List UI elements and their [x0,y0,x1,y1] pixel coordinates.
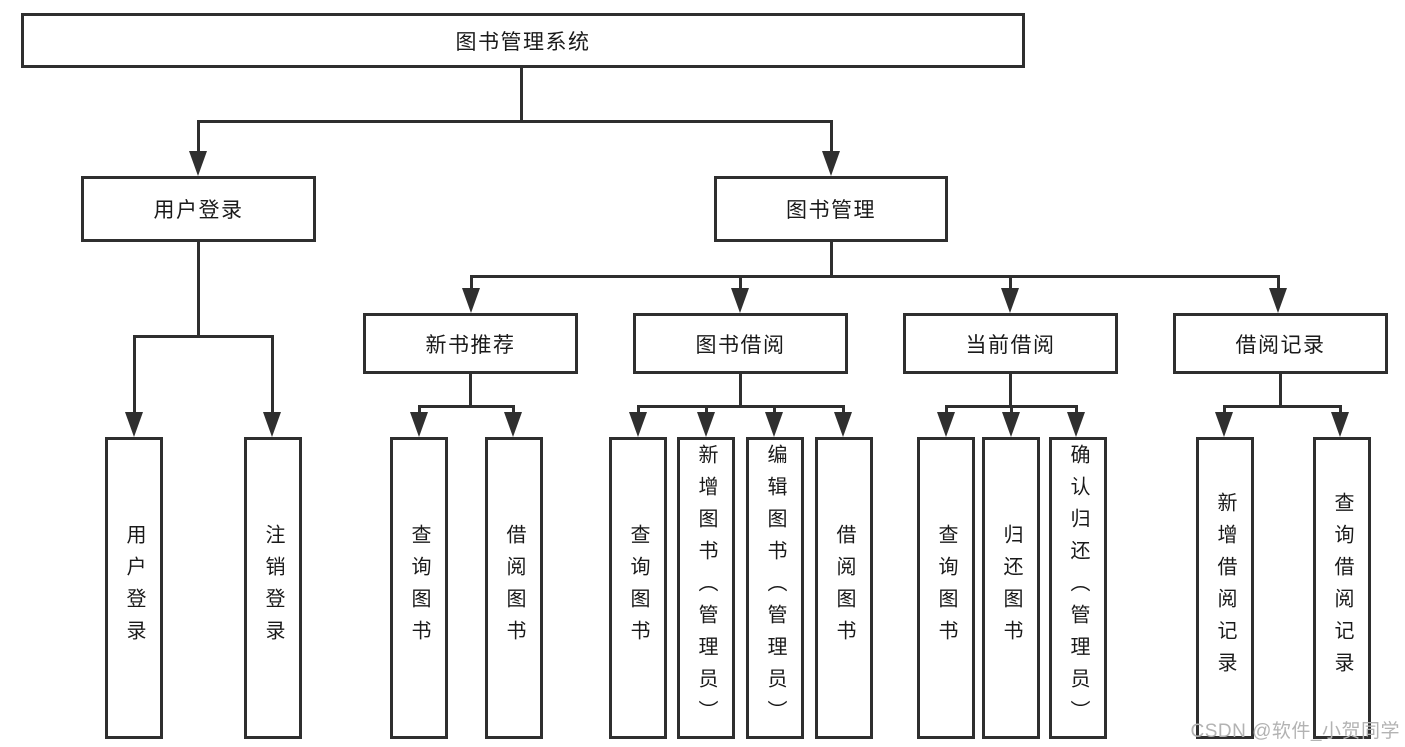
arrow-down-icon [937,412,955,437]
arrow-down-icon [462,288,480,313]
leaf-edit-book-admin: 编辑图书（管理员） [746,437,804,739]
connector-line [830,242,833,275]
arrow-down-icon [1331,412,1349,437]
node-label: 图书借阅 [695,333,786,357]
node-label: 用户登录 [123,524,145,652]
connector-line [418,405,421,412]
connector-line [637,405,640,412]
leaf-return-book: 归还图书 [982,437,1040,739]
connector-line [512,405,515,412]
node-label: 图书管理系统 [455,30,591,54]
connector-line [197,242,200,335]
connector-line [1010,405,1013,412]
node-label: 查询图书 [408,524,430,652]
connector-line [197,120,832,123]
connector-line [637,405,844,408]
node-label: 新增借阅记录 [1214,492,1236,684]
leaf-add-book-admin: 新增图书（管理员） [677,437,735,739]
node-book-borrowing: 图书借阅 [633,313,848,374]
connector-line [945,405,948,412]
connector-line [705,405,708,412]
connector-line [1223,405,1226,412]
arrow-down-icon [1067,412,1085,437]
connector-line [842,405,845,412]
node-label: 借阅图书 [833,524,855,652]
node-label: 图书管理 [786,199,876,222]
arrow-down-icon [1001,288,1019,313]
node-label: 注销登录 [262,524,284,652]
arrow-down-icon [125,412,143,437]
connector-line [1009,275,1012,290]
connector-line [1277,275,1280,290]
leaf-user-login: 用户登录 [105,437,163,739]
node-label: 借阅图书 [503,524,525,652]
connector-line [1223,405,1342,408]
arrow-down-icon [765,412,783,437]
connector-line [1075,405,1078,412]
arrow-down-icon [504,412,522,437]
node-new-book-recommend: 新书推荐 [363,313,578,374]
arrow-down-icon [629,412,647,437]
connector-line [739,275,742,290]
leaf-logout: 注销登录 [244,437,302,739]
connector-line [470,275,1280,278]
node-label: 编辑图书（管理员） [764,444,786,732]
arrow-down-icon [731,288,749,313]
node-label: 新增图书（管理员） [695,444,717,732]
leaf-query-books-borrowing: 查询图书 [609,437,667,739]
leaf-query-books-current: 查询图书 [917,437,975,739]
connector-line [1279,374,1282,405]
arrow-down-icon [1002,412,1020,437]
connector-line [133,335,136,412]
connector-line [418,405,515,408]
leaf-confirm-return-admin: 确认归还（管理员） [1049,437,1107,739]
arrow-down-icon [834,412,852,437]
connector-line [197,120,200,151]
node-label: 归还图书 [1000,524,1022,652]
connector-line [271,335,274,412]
node-label: 查询图书 [935,524,957,652]
node-label: 借阅记录 [1235,333,1326,357]
arrow-down-icon [263,412,281,437]
leaf-borrow-books-recommend: 借阅图书 [485,437,543,739]
node-label: 确认归还（管理员） [1067,444,1089,732]
node-current-borrowing: 当前借阅 [903,313,1118,374]
leaf-query-borrow-record: 查询借阅记录 [1313,437,1371,739]
node-label: 用户登录 [153,199,244,222]
leaf-borrow-books: 借阅图书 [815,437,873,739]
connector-line [773,405,776,412]
connector-line [469,374,472,405]
node-library-management-system: 图书管理系统 [21,13,1025,68]
leaf-query-books-recommend: 查询图书 [390,437,448,739]
node-book-management: 图书管理 [714,176,948,242]
arrow-down-icon [189,151,207,176]
leaf-add-borrow-record: 新增借阅记录 [1196,437,1254,739]
arrow-down-icon [410,412,428,437]
node-label: 新书推荐 [425,333,516,357]
arrow-down-icon [822,151,840,176]
node-label: 查询借阅记录 [1331,492,1353,684]
connector-line [133,335,274,338]
connector-line [739,374,742,405]
arrow-down-icon [1215,412,1233,437]
connector-line [1339,405,1342,412]
arrow-down-icon [697,412,715,437]
csdn-watermark: CSDN @软件_小贺同学 [1190,721,1400,742]
connector-line [520,68,523,120]
arrow-down-icon [1269,288,1287,313]
connector-line [830,120,833,151]
connector-line [1009,374,1012,405]
node-user-login: 用户登录 [81,176,316,242]
node-label: 查询图书 [627,524,649,652]
node-label: 当前借阅 [965,333,1056,357]
connector-line [470,275,473,290]
node-borrowing-records: 借阅记录 [1173,313,1388,374]
